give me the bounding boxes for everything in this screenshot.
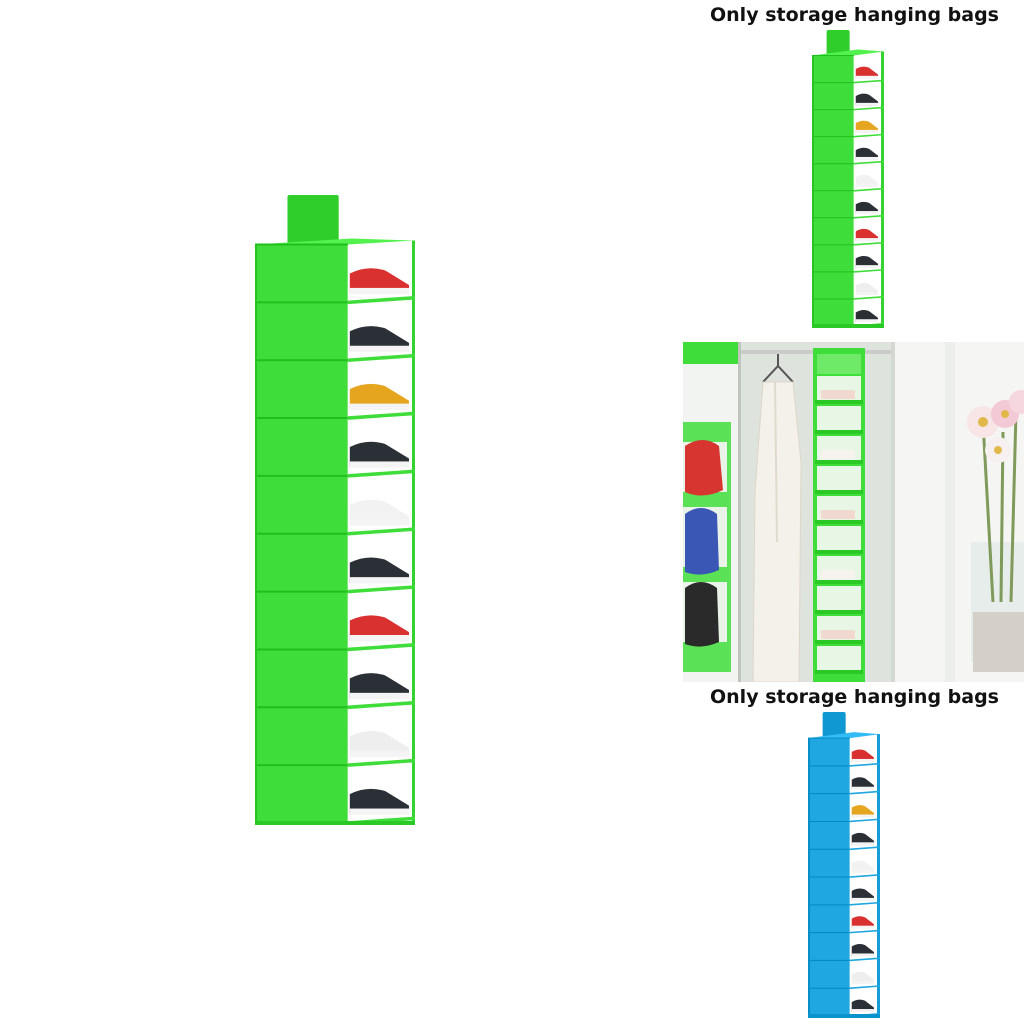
caption-top: Only storage hanging bags [710, 4, 999, 26]
closet-scene-photo [683, 342, 1024, 682]
green-organizer-thumbnail [812, 30, 884, 328]
blue-organizer-thumbnail [808, 712, 880, 1018]
main-organizer-image [255, 195, 415, 825]
caption-bottom: Only storage hanging bags [710, 686, 999, 708]
